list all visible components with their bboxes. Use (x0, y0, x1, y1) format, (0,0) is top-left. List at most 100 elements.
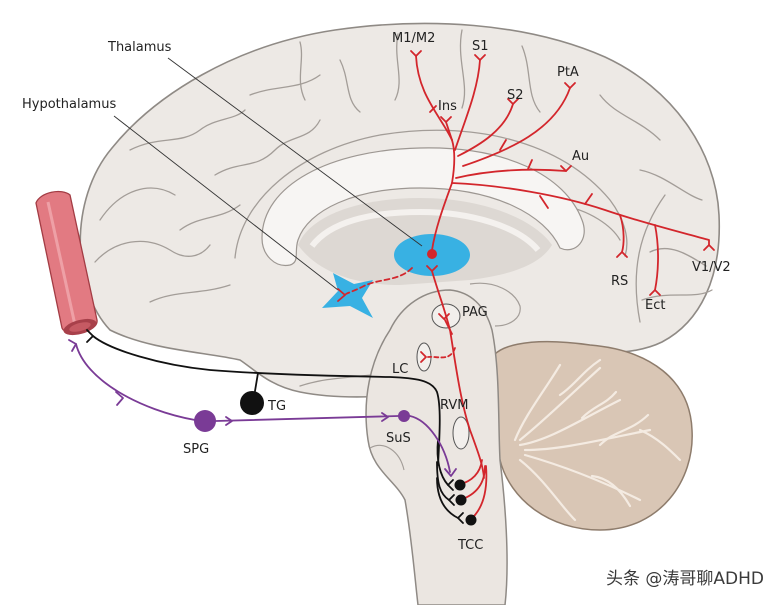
sulcus-line (99, 187, 176, 221)
sulcus-line (179, 204, 241, 231)
label-sus: SuS (386, 431, 411, 446)
sulcus-line (641, 289, 713, 301)
midbrain-colliculi (469, 282, 521, 327)
label-pointers (113, 57, 423, 291)
spg-postganglionic (75, 343, 196, 421)
label-m1m2: M1/M2 (392, 31, 435, 46)
terminal-tcc (457, 512, 464, 524)
terminal-m1m2 (410, 50, 422, 57)
projection-s2 (457, 103, 514, 157)
sulcus-line (94, 240, 211, 263)
collateral-twig (584, 193, 593, 205)
folium-line (598, 413, 650, 447)
folium-line (523, 428, 652, 452)
sulcus-line (639, 169, 703, 201)
tcc-neuron (454, 479, 466, 491)
collateral-twig (499, 139, 507, 151)
label-au: Au (572, 149, 589, 164)
spinothalamic-tract (431, 270, 485, 479)
label-pta: PtA (557, 65, 579, 80)
label-v1v2: V1/V2 (692, 260, 731, 275)
projection-rs (619, 214, 625, 253)
terminal-au (560, 165, 572, 172)
tg-stem (254, 372, 259, 392)
projection-au (455, 168, 567, 179)
projection-pta (462, 87, 571, 167)
brainstem (365, 289, 508, 605)
projection-ect (654, 224, 659, 291)
sulcus-line (649, 247, 707, 267)
vessel-highlight (46, 201, 77, 326)
trigeminal-pathway (86, 329, 464, 524)
hypothalamus-pointer (113, 115, 339, 291)
folium-line (638, 428, 682, 462)
sulcus-line (249, 74, 321, 96)
sulcus-line (394, 33, 400, 101)
thalamic-trunk (431, 182, 453, 251)
terminal-lc (420, 351, 427, 363)
collateral-twig (539, 195, 549, 209)
folium-line (580, 390, 618, 420)
pag-collateral (444, 319, 453, 335)
label-pag: PAG (462, 305, 488, 320)
projection-posterior (451, 182, 710, 246)
sulcus-line (129, 109, 246, 151)
tg-ganglion (240, 391, 264, 415)
label-spg: SPG (183, 442, 209, 457)
sulcus-line (299, 41, 306, 101)
label-s1: S1 (472, 39, 489, 54)
terminal-rs (616, 251, 628, 258)
sulcus-line (521, 45, 541, 113)
projection-m1m2 (415, 55, 453, 141)
terminal-s1 (474, 54, 486, 61)
cortical-sulci (94, 29, 713, 387)
sus-spg-fiber (215, 415, 399, 422)
hypothalamus-region (322, 273, 373, 318)
sulcus-line (339, 59, 361, 113)
sus-tcc-fiber (409, 415, 451, 473)
blood-vessel (35, 190, 98, 336)
pons-contour (369, 444, 405, 471)
folium-line (590, 474, 632, 508)
terminal-pta (564, 82, 576, 89)
terminal-hypothalamus (337, 288, 346, 302)
hypothalamic-projection (345, 267, 413, 295)
cingulate-sulcus (234, 129, 628, 259)
terminal-ect (649, 289, 661, 296)
terminal-sus (444, 468, 457, 477)
folium-line (518, 458, 577, 522)
cerebellar-folia (513, 358, 682, 522)
collateral-twig (429, 105, 437, 113)
tcc-branch (436, 461, 450, 501)
sulcus-line (635, 194, 666, 323)
collateral-twig (527, 159, 533, 170)
terminal-vessel-parasympathetic (68, 339, 77, 352)
watermark: 头条 @涛哥聊ADHD (606, 569, 764, 589)
tcc-neuron (455, 494, 467, 506)
label-rs: RS (611, 274, 628, 289)
terminal-tcc (448, 494, 455, 506)
trunk-upper (451, 139, 456, 184)
projection-s1 (454, 59, 481, 151)
terminal-v1v2 (703, 244, 715, 251)
folium-line (523, 453, 642, 502)
projection-ins (445, 121, 453, 141)
sulcus-line (599, 94, 661, 141)
parasympathetic-pathway (68, 339, 457, 477)
sulcus-line (149, 284, 231, 303)
terminal-ins (440, 116, 452, 123)
terminal-pag (438, 313, 450, 320)
label-lc: LC (392, 362, 408, 377)
thalamus-pointer (167, 57, 423, 247)
fornix (309, 208, 541, 253)
label-hypothalamus: Hypothalamus (22, 97, 116, 112)
label-ect: Ect (645, 298, 665, 313)
ascending-pathway (337, 50, 715, 521)
corpus-callosum (261, 147, 585, 266)
label-tg: TG (267, 399, 286, 414)
label-ins: Ins (438, 99, 457, 114)
label-s2: S2 (507, 88, 524, 103)
direction-chevron (381, 412, 389, 422)
label-rvm: RVM (440, 398, 468, 413)
